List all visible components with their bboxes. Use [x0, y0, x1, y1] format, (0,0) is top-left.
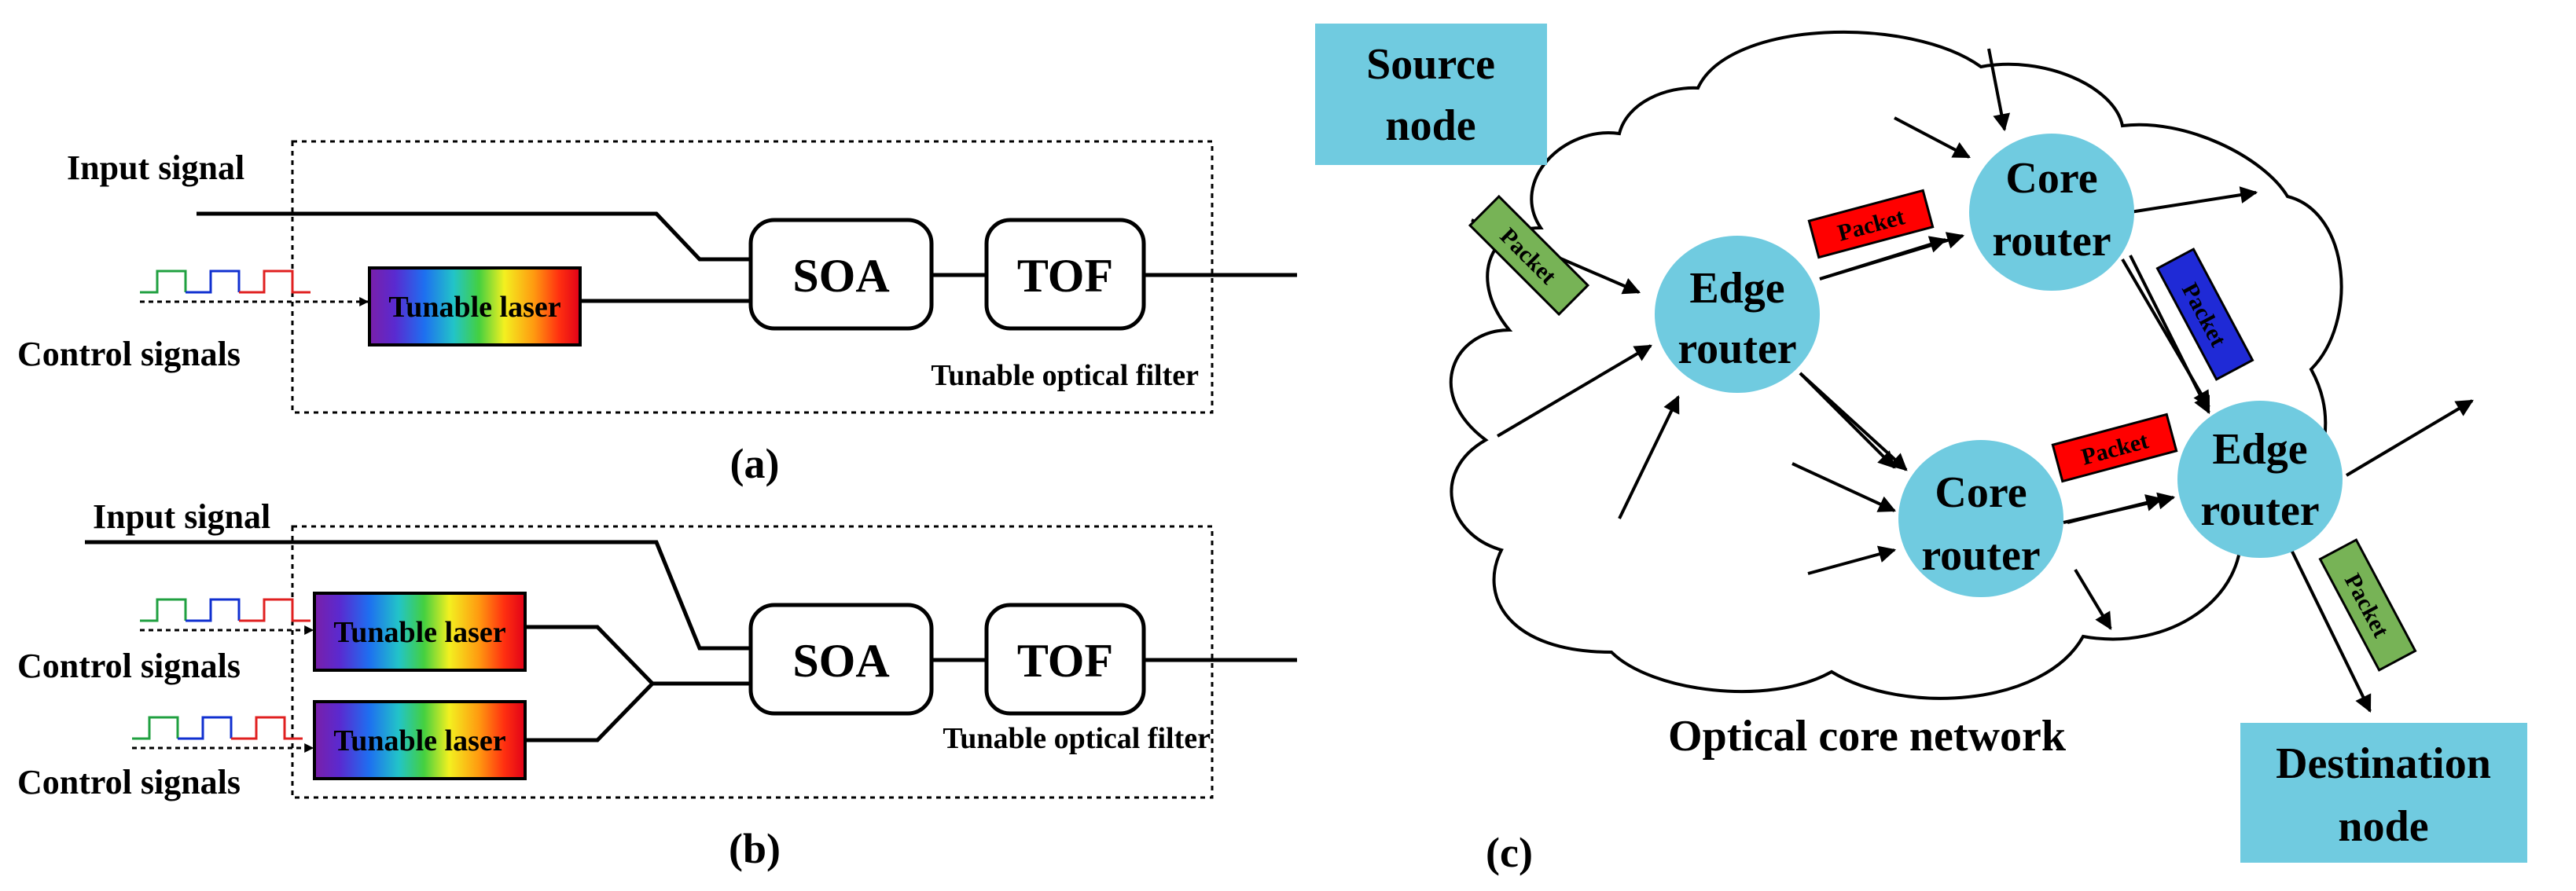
- source-node: [1315, 24, 1547, 165]
- control-pulses-b2: [132, 716, 303, 740]
- core-router-top-label-2: router: [1992, 217, 2111, 266]
- control-signals-label-b1: Control signals: [17, 647, 241, 685]
- core-router-top-label-1: Core: [2005, 154, 2097, 203]
- soa-label-a: SOA: [792, 250, 889, 302]
- arrow-core-bottom-to-edge-right: [2063, 492, 2176, 524]
- core-network-cloud: [1449, 30, 2343, 700]
- arrow-edge-to-core-top: [1819, 232, 1965, 280]
- packet-blue: Packet: [2155, 248, 2254, 381]
- filter-label-a: Tunable optical filter: [931, 359, 1199, 392]
- network-arrows: [1471, 48, 2474, 713]
- tunable-laser-label-b2: Tunable laser: [333, 724, 505, 757]
- tunable-laser-b1: [313, 592, 527, 672]
- input-wire-b: [85, 540, 751, 651]
- input-wire-a: [197, 211, 751, 262]
- panel-label-c: (c): [1486, 829, 1533, 876]
- control-pulses-a: [140, 270, 311, 294]
- panel-a: Input signal Control signals Tunable las…: [17, 140, 1297, 487]
- tof-label-a: TOF: [1017, 250, 1113, 302]
- core-router-bottom-label-2: router: [1921, 531, 2040, 580]
- panel-label-b: (b): [729, 825, 781, 872]
- arrow-core-top-to-edge-right: [2121, 258, 2210, 409]
- edge-router-right-label-1: Edge: [2212, 425, 2307, 474]
- core-router-bottom-label-1: Core: [1935, 468, 2027, 517]
- source-node-label-2: node: [1385, 101, 1475, 150]
- destination-node: [2240, 723, 2527, 863]
- input-signal-label-b: Input signal: [93, 497, 270, 536]
- edge-router-left-label-2: router: [1678, 324, 1796, 373]
- tunable-laser-a: [368, 266, 582, 346]
- panel-b: Input signal Control signals Control sig…: [17, 497, 1297, 872]
- arrow-edge-to-core-bottom: [1799, 372, 1908, 471]
- packet-red-bottom: Packet: [2051, 412, 2178, 483]
- core-router-bottom: [1898, 440, 2063, 597]
- core-router-top: [1969, 134, 2134, 291]
- destination-node-label-2: node: [2338, 802, 2428, 851]
- filter-boundary-b: [291, 525, 1214, 799]
- source-node-label-1: Source: [1366, 40, 1495, 89]
- packet-red-top: Packet: [1807, 189, 1935, 259]
- control-signals-label-a: Control signals: [17, 335, 241, 373]
- panel-label-a: (a): [730, 440, 780, 487]
- edge-router-right-label-2: router: [2200, 486, 2319, 535]
- edge-router-right: [2177, 401, 2343, 558]
- filter-label-b: Tunable optical filter: [943, 722, 1211, 755]
- panel-c: Source node Destination node Edge router…: [1315, 24, 2527, 876]
- tunable-laser-label-a: Tunable laser: [388, 291, 560, 324]
- tunable-laser-b2: [313, 700, 527, 780]
- tunable-laser-label-b1: Tunable laser: [333, 616, 505, 649]
- input-signal-label-a: Input signal: [67, 148, 244, 187]
- tof-label-b: TOF: [1017, 635, 1113, 687]
- laser-wire-b1: [525, 625, 751, 686]
- edge-router-left: [1655, 236, 1820, 393]
- network-label: Optical core network: [1668, 712, 2067, 761]
- control-signals-label-b2: Control signals: [17, 763, 241, 801]
- laser-wire-b2: [525, 682, 654, 742]
- destination-node-label-1: Destination: [2276, 739, 2491, 788]
- control-pulses-b1: [140, 598, 311, 622]
- packet-green-dest: Packet: [2318, 538, 2417, 672]
- soa-label-b: SOA: [792, 635, 889, 687]
- edge-router-left-label-1: Edge: [1689, 264, 1784, 313]
- packet-green-source: Packet: [1468, 194, 1590, 317]
